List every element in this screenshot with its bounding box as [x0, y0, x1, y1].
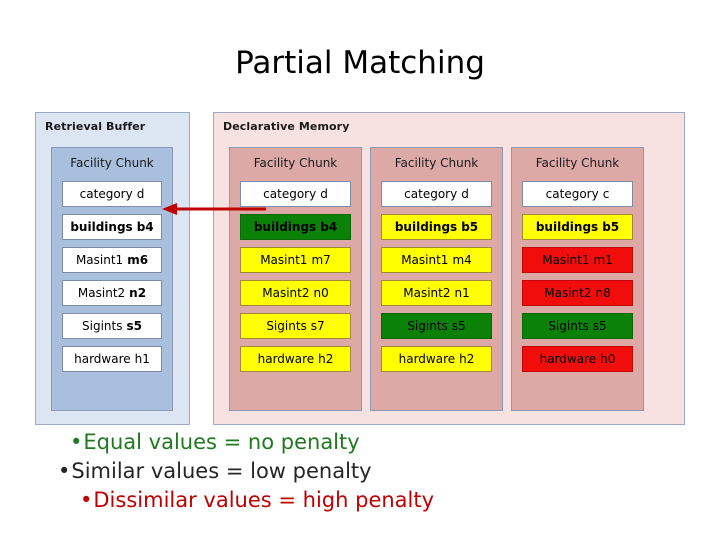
slot-name: Masint2 — [77, 286, 126, 300]
slot-name: buildings — [394, 220, 458, 234]
slot-name: Masint1 — [260, 253, 308, 267]
slot-name: buildings — [70, 220, 133, 234]
legend-item-text: Dissimilar values = high penalty — [93, 488, 435, 512]
slot-name: Masint1 — [542, 253, 590, 267]
chunk-title: Facility Chunk — [70, 156, 154, 170]
slot-value: b4 — [320, 220, 338, 234]
chunk-title: Facility Chunk — [535, 156, 620, 170]
slot-value: n8 — [595, 286, 611, 300]
legend-item-text: Equal values = no penalty — [83, 430, 360, 454]
page-title: Partial Matching — [235, 45, 485, 81]
slot-value: m4 — [452, 253, 472, 267]
slot-name: hardware — [74, 352, 131, 366]
slot-value: b4 — [136, 220, 154, 234]
slot-value: h2 — [459, 352, 475, 366]
slot-value: h0 — [600, 352, 616, 366]
slot-value: d — [320, 187, 328, 201]
slot-value: h2 — [318, 352, 334, 366]
slot-value: b5 — [602, 220, 620, 234]
legend-item-equal: •Equal values = no penalty — [40, 428, 680, 457]
legend-item-text: Similar values = low penalty — [71, 459, 372, 483]
slot-name: Masint2 — [403, 286, 451, 300]
slot-name: Masint1 — [401, 253, 449, 267]
slot-name: hardware — [539, 352, 597, 366]
slot-name: Masint2 — [544, 286, 592, 300]
declarative-memory-label: Declarative Memory — [223, 120, 350, 133]
slot-value: m7 — [311, 253, 331, 267]
bullet-marker-icon: • — [58, 459, 71, 483]
slot-value: s5 — [451, 319, 466, 333]
bullet-marker-icon: • — [70, 430, 83, 454]
retrieval-buffer-panel: Retrieval Buffer Facility Chunk category… — [35, 112, 190, 425]
slot-name: Sigints — [82, 319, 123, 333]
slot-value: c — [602, 187, 610, 201]
slot-value: s5 — [592, 319, 607, 333]
slot-value: s5 — [126, 319, 142, 333]
bullet-marker-icon: • — [80, 488, 93, 512]
slot-value: d — [136, 187, 145, 201]
slot-name: Sigints — [266, 319, 307, 333]
retrieval-buffer-label: Retrieval Buffer — [45, 120, 146, 133]
penalty-legend: •Equal values = no penalty •Similar valu… — [40, 428, 680, 515]
slot-name: buildings — [253, 220, 317, 234]
slot-name: category — [545, 187, 599, 201]
legend-item-dissimilar: •Dissimilar values = high penalty — [40, 486, 680, 515]
slot-value: n1 — [454, 286, 470, 300]
chunk-title: Facility Chunk — [253, 156, 338, 170]
declarative-memory-panel: Declarative Memory Facility Chunk catego… — [213, 112, 685, 425]
slot-name: Masint1 — [75, 253, 124, 267]
slot-value: n0 — [313, 286, 329, 300]
slot-name: category — [79, 187, 133, 201]
slot-value: n2 — [129, 286, 147, 300]
slot-name: hardware — [257, 352, 315, 366]
chunk-title: Facility Chunk — [394, 156, 479, 170]
slot-name: Sigints — [407, 319, 448, 333]
slot-value: s7 — [310, 319, 325, 333]
slot-name: Masint2 — [262, 286, 310, 300]
slot-name: buildings — [535, 220, 599, 234]
slot-name: hardware — [398, 352, 456, 366]
slot-name: category — [404, 187, 458, 201]
slot-value: d — [461, 187, 469, 201]
slot-value: b5 — [461, 220, 479, 234]
legend-item-similar: •Similar values = low penalty — [40, 457, 680, 486]
slot-name: category — [263, 187, 317, 201]
slot-value: m6 — [127, 253, 149, 267]
slot-name: Sigints — [548, 319, 589, 333]
slot-value: m1 — [593, 253, 613, 267]
slot-value: h1 — [134, 352, 150, 366]
